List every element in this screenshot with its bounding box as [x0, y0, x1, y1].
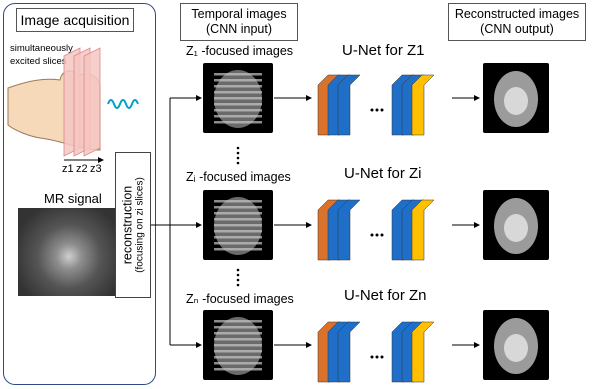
- focus-label-row-2: Zᵢ -focused images: [186, 170, 291, 184]
- reconstructed-image-row-1: [483, 63, 549, 133]
- mr-signal-image: [18, 208, 120, 296]
- temporal-image-row-1: [203, 63, 273, 133]
- unet-layer-2-3: [337, 199, 361, 261]
- row-ellipsis-1: [236, 146, 240, 165]
- temporal-image-row-3: [203, 310, 273, 380]
- rf-wave: [107, 99, 139, 109]
- reconstruction-label: reconstruction (focusing on zi slices): [120, 177, 146, 273]
- image-acquisition-panel: [3, 3, 156, 385]
- slice-3: [83, 47, 101, 157]
- unet-ellipsis-dot-3-3: [380, 355, 384, 359]
- reconstructed-image-row-3: [483, 310, 549, 380]
- flow-arrows: [274, 95, 480, 348]
- focus-label-row-3: Zₙ -focused images: [186, 292, 294, 306]
- temporal-images-header: Temporal images (CNN input): [180, 3, 298, 41]
- unet-layer-3-3: [337, 321, 361, 383]
- z3-label: z3: [90, 163, 102, 175]
- unet-ellipsis-dot-1-3: [380, 108, 384, 112]
- unet-ellipsis-dot-2-3: [380, 233, 384, 237]
- unet-label-row-1: U-Net for Z1: [342, 42, 425, 59]
- unet-layer-2-6: [411, 199, 435, 261]
- unet-layer-1-6: [411, 74, 435, 136]
- z2-label: z2: [76, 163, 88, 175]
- focus-label-row-1: Z₁ -focused images: [186, 44, 294, 58]
- row-ellipsis-2: [236, 268, 240, 287]
- reconstructed-images-header: Reconstructed images (CNN output): [448, 3, 586, 41]
- unet-layer-3-6: [411, 321, 435, 383]
- unet-label-row-2: U-Net for Zi: [344, 165, 422, 182]
- simultaneous-slices-label: simultaneously excited slices: [10, 43, 73, 67]
- unet-ellipsis-dot-1-1: [370, 108, 374, 112]
- unet-label-row-3: U-Net for Zn: [344, 287, 427, 304]
- reconstruction-box: [115, 152, 151, 298]
- z1-label: z1: [62, 163, 74, 175]
- unet-ellipsis-dot-3-2: [375, 355, 379, 359]
- unet-ellipsis-dot-1-2: [375, 108, 379, 112]
- mr-signal-label: MR signal: [44, 191, 102, 206]
- unet-layer-1-3: [337, 74, 361, 136]
- image-acquisition-title: Image acquisition: [16, 8, 134, 32]
- unet-ellipsis-dot-2-1: [370, 233, 374, 237]
- temporal-image-row-2: [203, 190, 273, 260]
- unet-ellipsis-dot-2-2: [375, 233, 379, 237]
- reconstructed-image-row-2: [483, 190, 549, 260]
- unet-ellipsis-dot-3-1: [370, 355, 374, 359]
